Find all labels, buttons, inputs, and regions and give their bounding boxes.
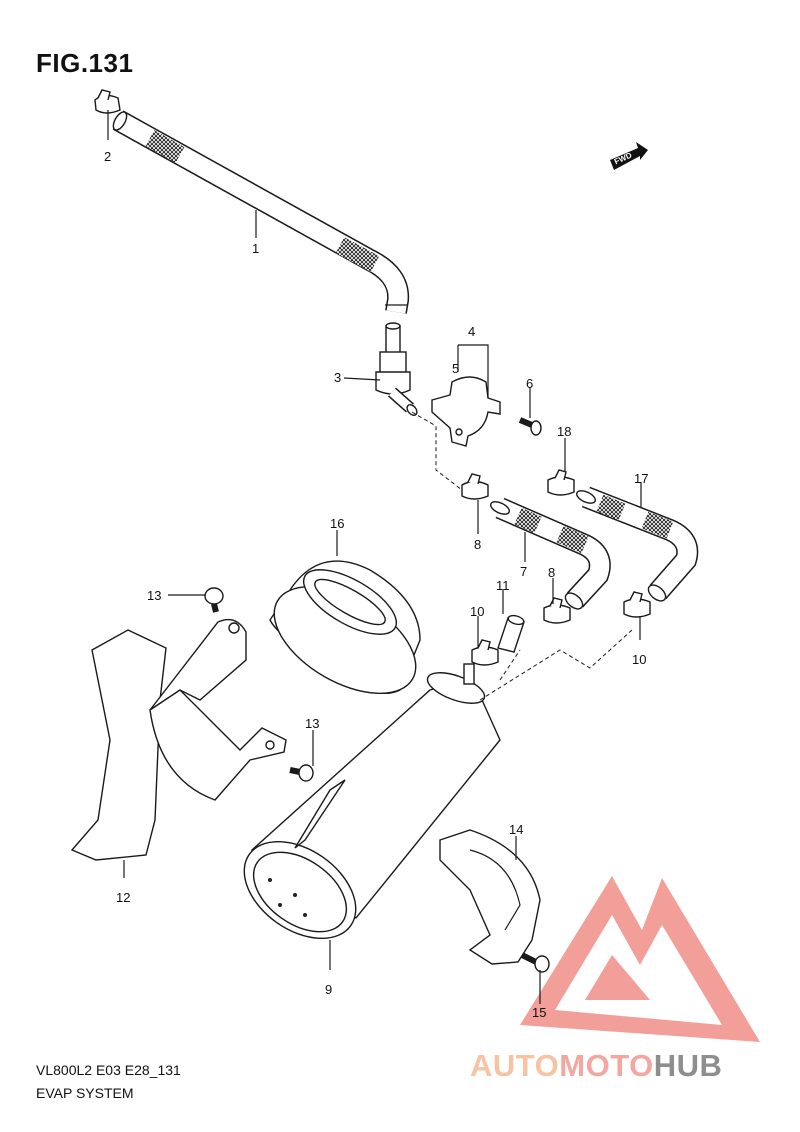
callout-10-left: 10	[470, 604, 485, 619]
callout-12: 12	[116, 890, 131, 905]
joint-3	[375, 322, 418, 416]
callout-5: 5	[452, 361, 460, 376]
screw-13-upper	[204, 587, 224, 613]
canister-9	[243, 663, 501, 940]
callout-4: 4	[468, 324, 476, 339]
bracket-4	[431, 376, 501, 447]
callout-15: 15	[532, 1005, 547, 1020]
callout-13-lower: 13	[305, 716, 320, 731]
connection-line	[411, 411, 463, 491]
callout-11: 11	[496, 578, 510, 593]
callout-9: 9	[325, 982, 333, 997]
callout-1: 1	[252, 241, 260, 256]
connection-line	[499, 649, 521, 681]
callout-10-right: 10	[632, 652, 647, 667]
clamp-8-lower	[543, 597, 571, 624]
screw-13-lower	[289, 764, 314, 782]
hose-1	[112, 110, 410, 314]
fwd-arrow-icon	[610, 142, 648, 170]
callout-18: 18	[557, 424, 572, 439]
screw-15	[520, 952, 550, 973]
clamp-2	[94, 89, 121, 114]
hose-17	[575, 486, 699, 602]
callout-2: 2	[104, 149, 112, 164]
clamp-10-right	[623, 591, 651, 618]
strap-14	[439, 829, 541, 965]
band-16	[269, 560, 421, 695]
callout-17: 17	[634, 471, 649, 486]
clamp-18	[547, 469, 575, 496]
watermark-hub: HUB	[653, 1048, 723, 1083]
leader-lines	[107, 110, 642, 1004]
clamp-10-left	[471, 639, 499, 666]
callout-16: 16	[330, 516, 345, 531]
watermark-text: AUTOMOTOHUB	[470, 1048, 722, 1084]
screw-6	[518, 417, 542, 436]
hose-11	[497, 614, 525, 653]
callout-6: 6	[526, 376, 534, 391]
connection-line	[479, 629, 633, 701]
watermark-logo	[520, 876, 760, 1042]
clamp-8-upper	[461, 473, 489, 500]
watermark-moto: MOTO	[559, 1048, 654, 1083]
callout-8-lower: 8	[548, 565, 556, 580]
callout-8-upper: 8	[474, 537, 482, 552]
callout-14: 14	[509, 822, 524, 837]
callout-3: 3	[334, 370, 342, 385]
callout-7: 7	[520, 564, 528, 579]
callout-13-upper: 13	[147, 588, 162, 603]
bracket-12	[70, 618, 287, 861]
section-name: EVAP SYSTEM	[36, 1085, 134, 1101]
figure-title: FIG.131	[36, 48, 134, 78]
model-code: VL800L2 E03 E28_131	[36, 1062, 181, 1078]
watermark-auto: AUTO	[470, 1048, 560, 1083]
hose-7	[489, 497, 611, 610]
